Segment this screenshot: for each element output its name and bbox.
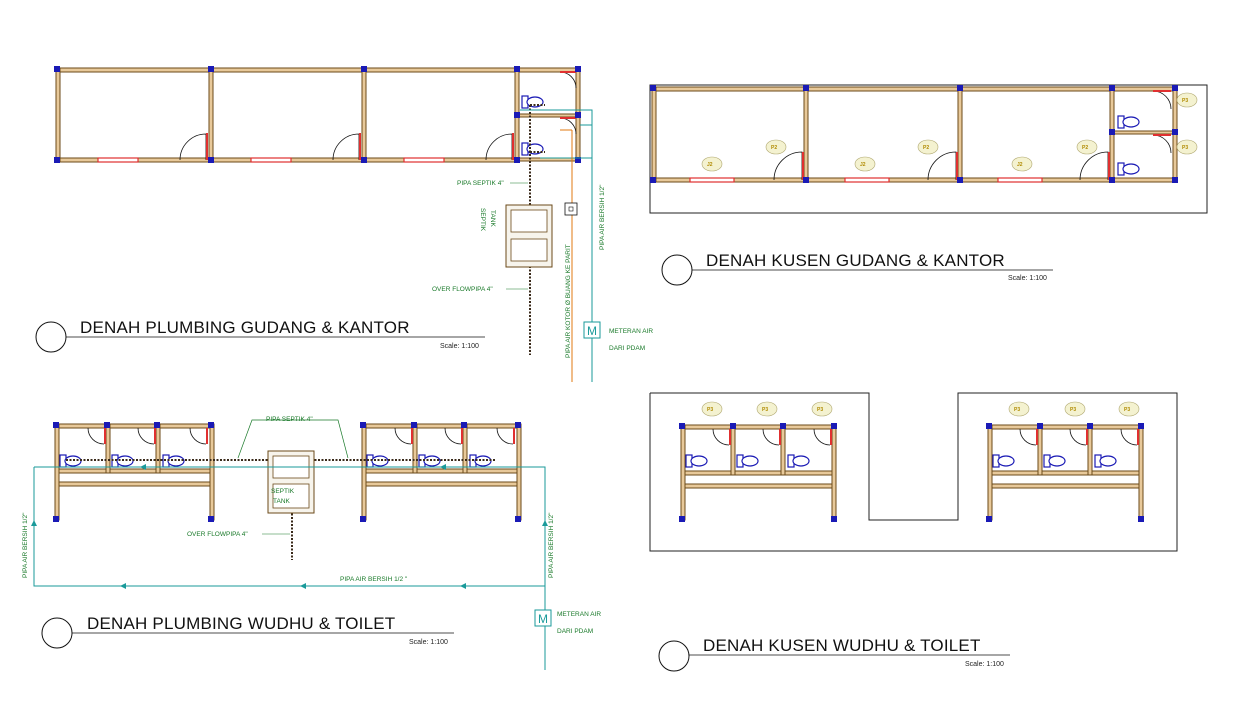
- tag-p3-w4: P3: [1014, 407, 1020, 413]
- tag-p2-1: P2: [771, 145, 777, 151]
- tag-j2-1: J2: [707, 162, 713, 168]
- label-meteran-air-1: METERAN AIR: [609, 328, 653, 335]
- scale-kusen-gudang: Scale: 1:100: [1008, 275, 1047, 282]
- label-septik-2: SEPTIK: [271, 488, 295, 495]
- label-dari-pdam-2: DARI PDAM: [557, 628, 593, 635]
- tag-j2-3: J2: [1017, 162, 1023, 168]
- tag-p3-w1: P3: [707, 407, 713, 413]
- plumbing-wudhu-plan: SEPTIK TANK PIPA SEPTIK 4" OVER FLOWPIPA…: [22, 416, 601, 670]
- tag-p3-1: P3: [1182, 98, 1188, 104]
- title-plumbing-gudang: DENAH PLUMBING GUDANG & KANTOR: [80, 318, 410, 337]
- tag-p3-w2: P3: [762, 407, 768, 413]
- label-pipa-air-bersih-left: PIPA AIR BERSIH 1/2": [22, 512, 29, 578]
- tag-p3-w3: P3: [817, 407, 823, 413]
- meteran-symbol-1: M: [587, 324, 597, 338]
- label-pipa-air-bersih-right: PIPA AIR BERSIH 1/2": [548, 512, 555, 578]
- label-pipa-septik-1: PIPA SEPTIK 4": [457, 180, 504, 187]
- kusen-wudhu-plan: P3 P3 P3 P3 P3 P3 DENAH KUSEN WUDHU & TO…: [649, 392, 1178, 672]
- label-pipa-air-kotor: PIPA AIR KOTOR Ø BUANG KE PARIT: [565, 244, 572, 358]
- label-pipa-air-bersih-vertical-1: PIPA AIR BERSIH 1/2": [599, 184, 606, 250]
- label-pipa-air-bersih-bottom: PIPA AIR BERSIH 1/2 ": [340, 576, 408, 583]
- tag-p2-2: P2: [923, 145, 929, 151]
- scale-plumbing-wudhu: Scale: 1:100: [409, 639, 448, 646]
- kusen-gudang-plan: J2 J2 J2 P2 P2 P2 P3 P3 DENAH KUSEN GUDA…: [649, 84, 1208, 286]
- label-overflow-2: OVER FLOWPIPA 4": [187, 531, 248, 538]
- scale-kusen-wudhu: Scale: 1:100: [965, 661, 1004, 668]
- label-tank-1: TANK: [489, 210, 496, 228]
- label-meteran-air-2: METERAN AIR: [557, 611, 601, 618]
- title-kusen-gudang: DENAH KUSEN GUDANG & KANTOR: [706, 251, 1005, 270]
- label-dari-pdam-1: DARI PDAM: [609, 345, 645, 352]
- label-tank-2: TANK: [273, 498, 291, 505]
- tag-p3-2: P3: [1182, 145, 1188, 151]
- title-plumbing-wudhu: DENAH PLUMBING WUDHU & TOILET: [87, 614, 395, 633]
- tag-j2-2: J2: [860, 162, 866, 168]
- meteran-symbol-2: M: [538, 612, 548, 626]
- plumbing-gudang-plan: M PIPA SEPTIK 4" OVER FLOWPIPA 4" SEPTIK…: [35, 66, 653, 382]
- label-pipa-septik-2: PIPA SEPTIK 4": [266, 416, 313, 423]
- label-septik-1: SEPTIK: [479, 208, 486, 232]
- tag-p2-3: P2: [1082, 145, 1088, 151]
- tag-p3-w6: P3: [1124, 407, 1130, 413]
- title-kusen-wudhu: DENAH KUSEN WUDHU & TOILET: [703, 636, 981, 655]
- label-overflow-1: OVER FLOWPIPA 4": [432, 286, 493, 293]
- scale-plumbing-gudang: Scale: 1:100: [440, 343, 479, 350]
- tag-p3-w5: P3: [1070, 407, 1076, 413]
